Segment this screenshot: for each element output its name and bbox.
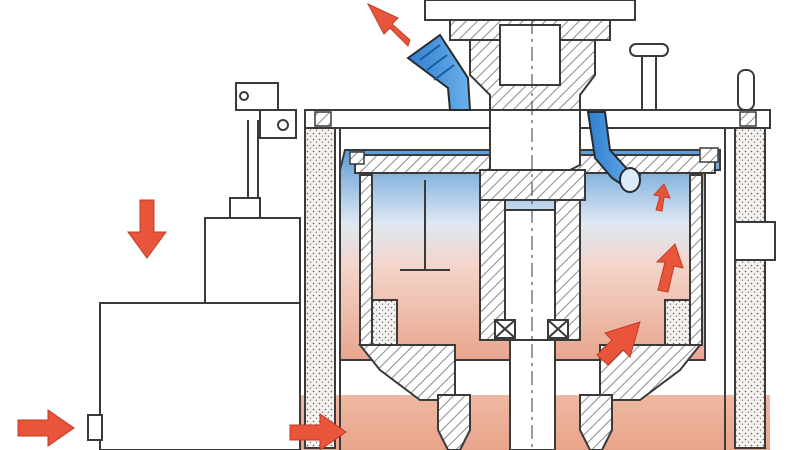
exhaust-arrow-top <box>366 2 411 47</box>
inflow-arrow-down <box>127 199 167 259</box>
rotor-basket <box>354 154 716 401</box>
upflow-arrow-right-3 <box>653 183 671 212</box>
inflow-arrow-left-bottom <box>17 409 75 447</box>
inflow-arrow-into-chamber <box>289 413 347 450</box>
exhaust-duct <box>406 33 472 111</box>
side-latch-icon <box>734 69 776 261</box>
drive-motor-assembly <box>87 82 301 450</box>
return-duct <box>586 111 642 193</box>
airflow-arrows <box>17 2 684 450</box>
vent-knob-icon <box>629 43 669 111</box>
central-spindle <box>479 20 586 450</box>
top-housing <box>424 0 636 111</box>
upflow-arrow-right-1 <box>596 321 641 366</box>
drain-valve-icon <box>437 394 613 450</box>
lid-gasket <box>314 111 757 165</box>
agitator-paddle <box>400 180 450 271</box>
upflow-arrow-right-2 <box>655 243 684 293</box>
